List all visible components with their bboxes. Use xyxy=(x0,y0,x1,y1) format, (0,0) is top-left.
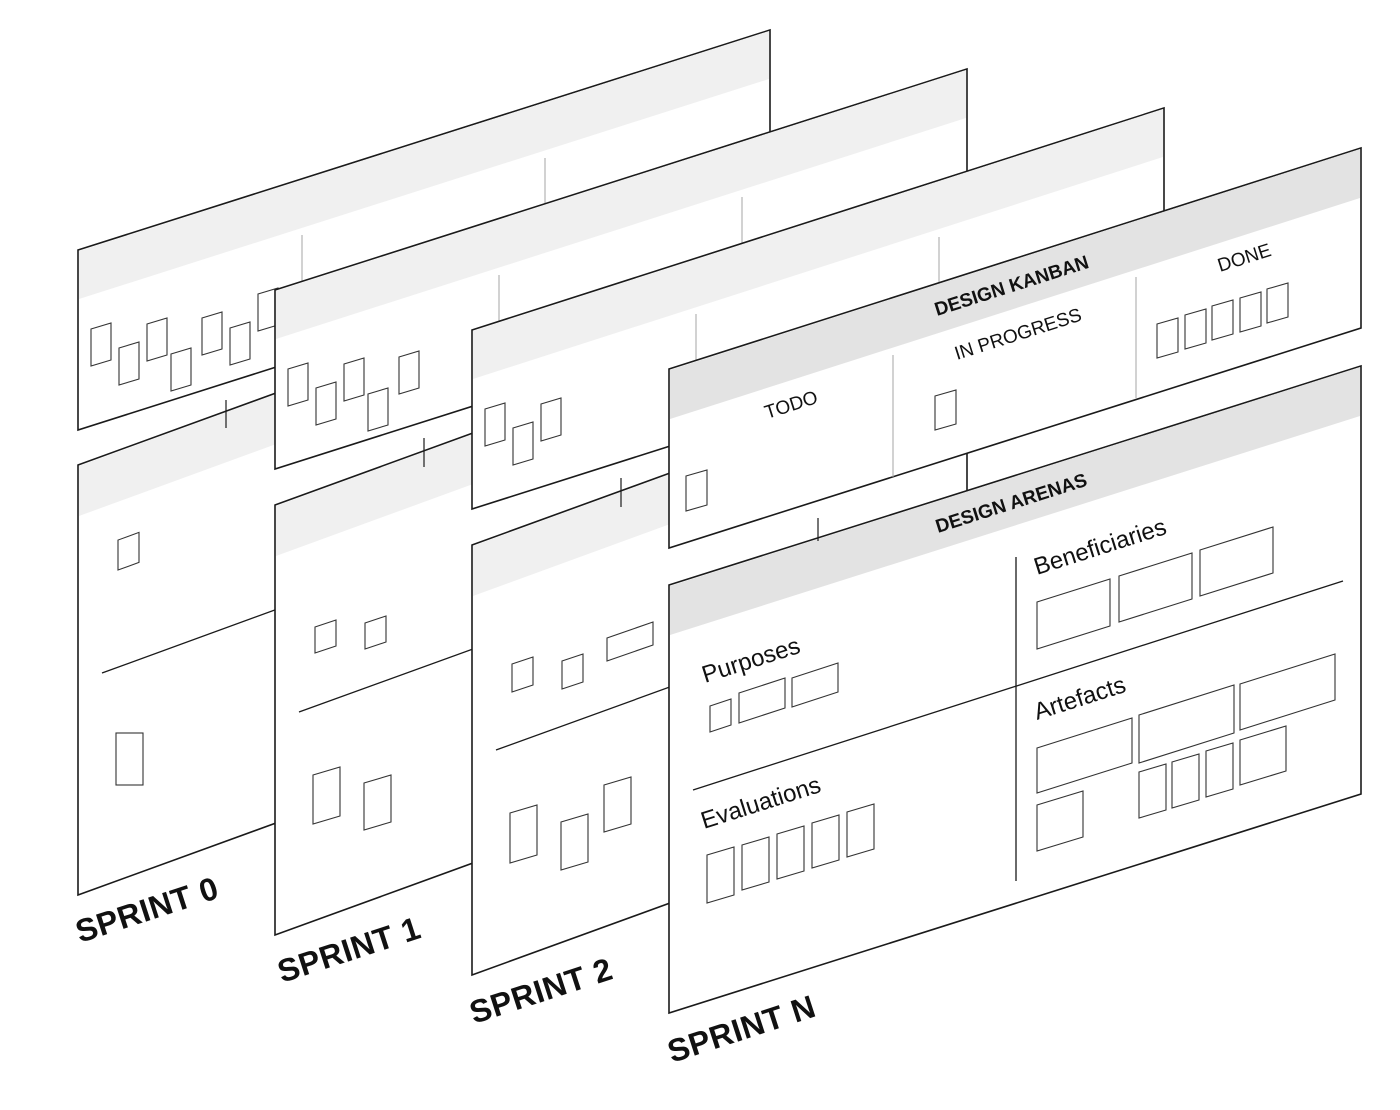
card xyxy=(846,803,875,858)
sprint-2-kanban-header xyxy=(473,109,1163,379)
sprint-n-group: DESIGN ARENAS Purposes Beneficiaries Eva… xyxy=(663,146,1362,1070)
card xyxy=(1239,291,1262,333)
card xyxy=(512,421,534,466)
card xyxy=(229,321,251,366)
arenas-horizontal-divider xyxy=(692,580,1344,791)
card xyxy=(1036,790,1084,852)
card xyxy=(1199,526,1274,597)
card xyxy=(312,766,341,825)
card xyxy=(540,397,562,442)
card xyxy=(1184,308,1207,350)
sprint-0-kanban-header xyxy=(79,31,769,299)
card xyxy=(287,362,309,407)
card xyxy=(1171,753,1200,809)
card xyxy=(115,732,144,786)
card xyxy=(1266,282,1289,324)
card xyxy=(811,814,840,869)
card xyxy=(170,347,192,392)
card xyxy=(1118,552,1193,623)
card xyxy=(90,322,112,367)
card xyxy=(314,619,337,654)
card xyxy=(1036,717,1133,794)
card xyxy=(1239,653,1336,731)
card xyxy=(484,402,506,447)
card xyxy=(1156,317,1179,359)
card xyxy=(934,389,957,431)
sprint-1-kanban-header xyxy=(276,70,966,339)
sprint-n-arenas-panel xyxy=(668,364,1362,1015)
card xyxy=(1138,763,1167,819)
card xyxy=(511,656,534,693)
card xyxy=(685,469,708,512)
card xyxy=(201,311,223,356)
card xyxy=(709,698,732,733)
card xyxy=(561,653,584,690)
card xyxy=(706,846,735,904)
card xyxy=(363,774,392,831)
card xyxy=(364,615,387,650)
card xyxy=(738,677,786,724)
card xyxy=(1239,725,1287,786)
card xyxy=(741,836,770,891)
card xyxy=(509,804,538,864)
card xyxy=(606,621,654,662)
card xyxy=(315,381,337,426)
card xyxy=(776,825,805,880)
sprint-0-kanban-board xyxy=(77,28,771,432)
card xyxy=(1211,299,1234,341)
card xyxy=(1205,742,1234,798)
sprint-n-arenas-header xyxy=(670,367,1360,635)
card xyxy=(603,776,632,833)
card xyxy=(1036,578,1111,650)
card xyxy=(791,662,839,708)
card xyxy=(1138,684,1235,764)
sprint-n-arenas-board: DESIGN ARENAS Purposes Beneficiaries Eva… xyxy=(668,364,1362,1015)
card xyxy=(367,387,389,432)
card xyxy=(398,350,420,395)
card xyxy=(343,357,365,402)
card xyxy=(118,341,140,386)
card xyxy=(117,531,140,571)
sprint-n-kanban-header xyxy=(670,149,1360,419)
card xyxy=(146,317,168,362)
card xyxy=(560,813,589,871)
